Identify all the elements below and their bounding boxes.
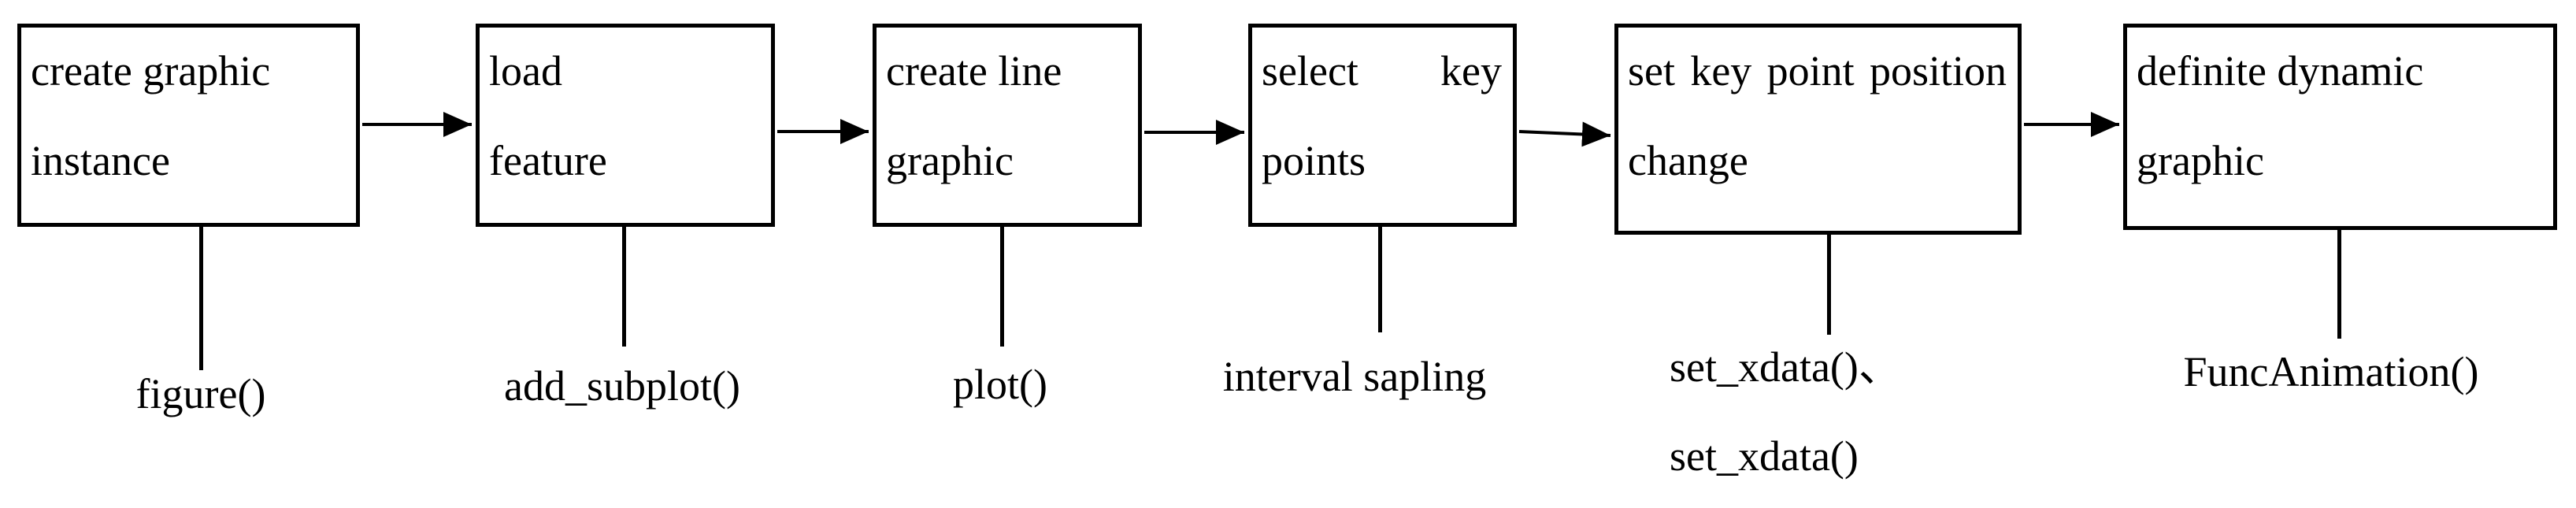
step-box-load-feature: load feature [476, 24, 775, 227]
step-label: create graphic instance [31, 47, 271, 184]
step-label: select key points [1262, 47, 1502, 184]
step-box-set-key-point-position-change: set key point position change [1614, 24, 2022, 235]
step-label: definite dynamic graphic [2137, 47, 2424, 184]
connector-line [1827, 235, 1831, 335]
function-label-set-xdata: set_xdata()、 set_xdata() [1670, 323, 2032, 501]
function-label-figure: figure() [135, 370, 266, 417]
step-box-create-graphic-instance: create graphic instance [17, 24, 360, 227]
function-label-line: set_xdata() [1670, 432, 1859, 480]
function-label-add-subplot: add_subplot() [504, 362, 740, 410]
connector-line [622, 227, 626, 347]
function-label-plot: plot() [953, 361, 1047, 408]
step-label: create line graphic [886, 47, 1062, 184]
step-box-select-key-points: select key points [1248, 24, 1517, 227]
step-label: set key point position change [1628, 47, 2007, 184]
step-box-create-line-graphic: create line graphic [873, 24, 1142, 227]
function-label-funcanimation: FuncAnimation() [2183, 348, 2479, 395]
flow-arrow [1518, 121, 1611, 147]
connector-line [199, 227, 203, 370]
connector-line [1000, 227, 1004, 347]
connector-line [2337, 230, 2341, 339]
step-box-definite-dynamic-graphic: definite dynamic graphic [2123, 24, 2557, 230]
connector-line [1378, 227, 1382, 332]
function-label-line: set_xdata()、 [1670, 343, 1901, 391]
function-label-interval-sapling: interval sapling [1222, 353, 1487, 400]
step-label: load feature [489, 47, 607, 184]
